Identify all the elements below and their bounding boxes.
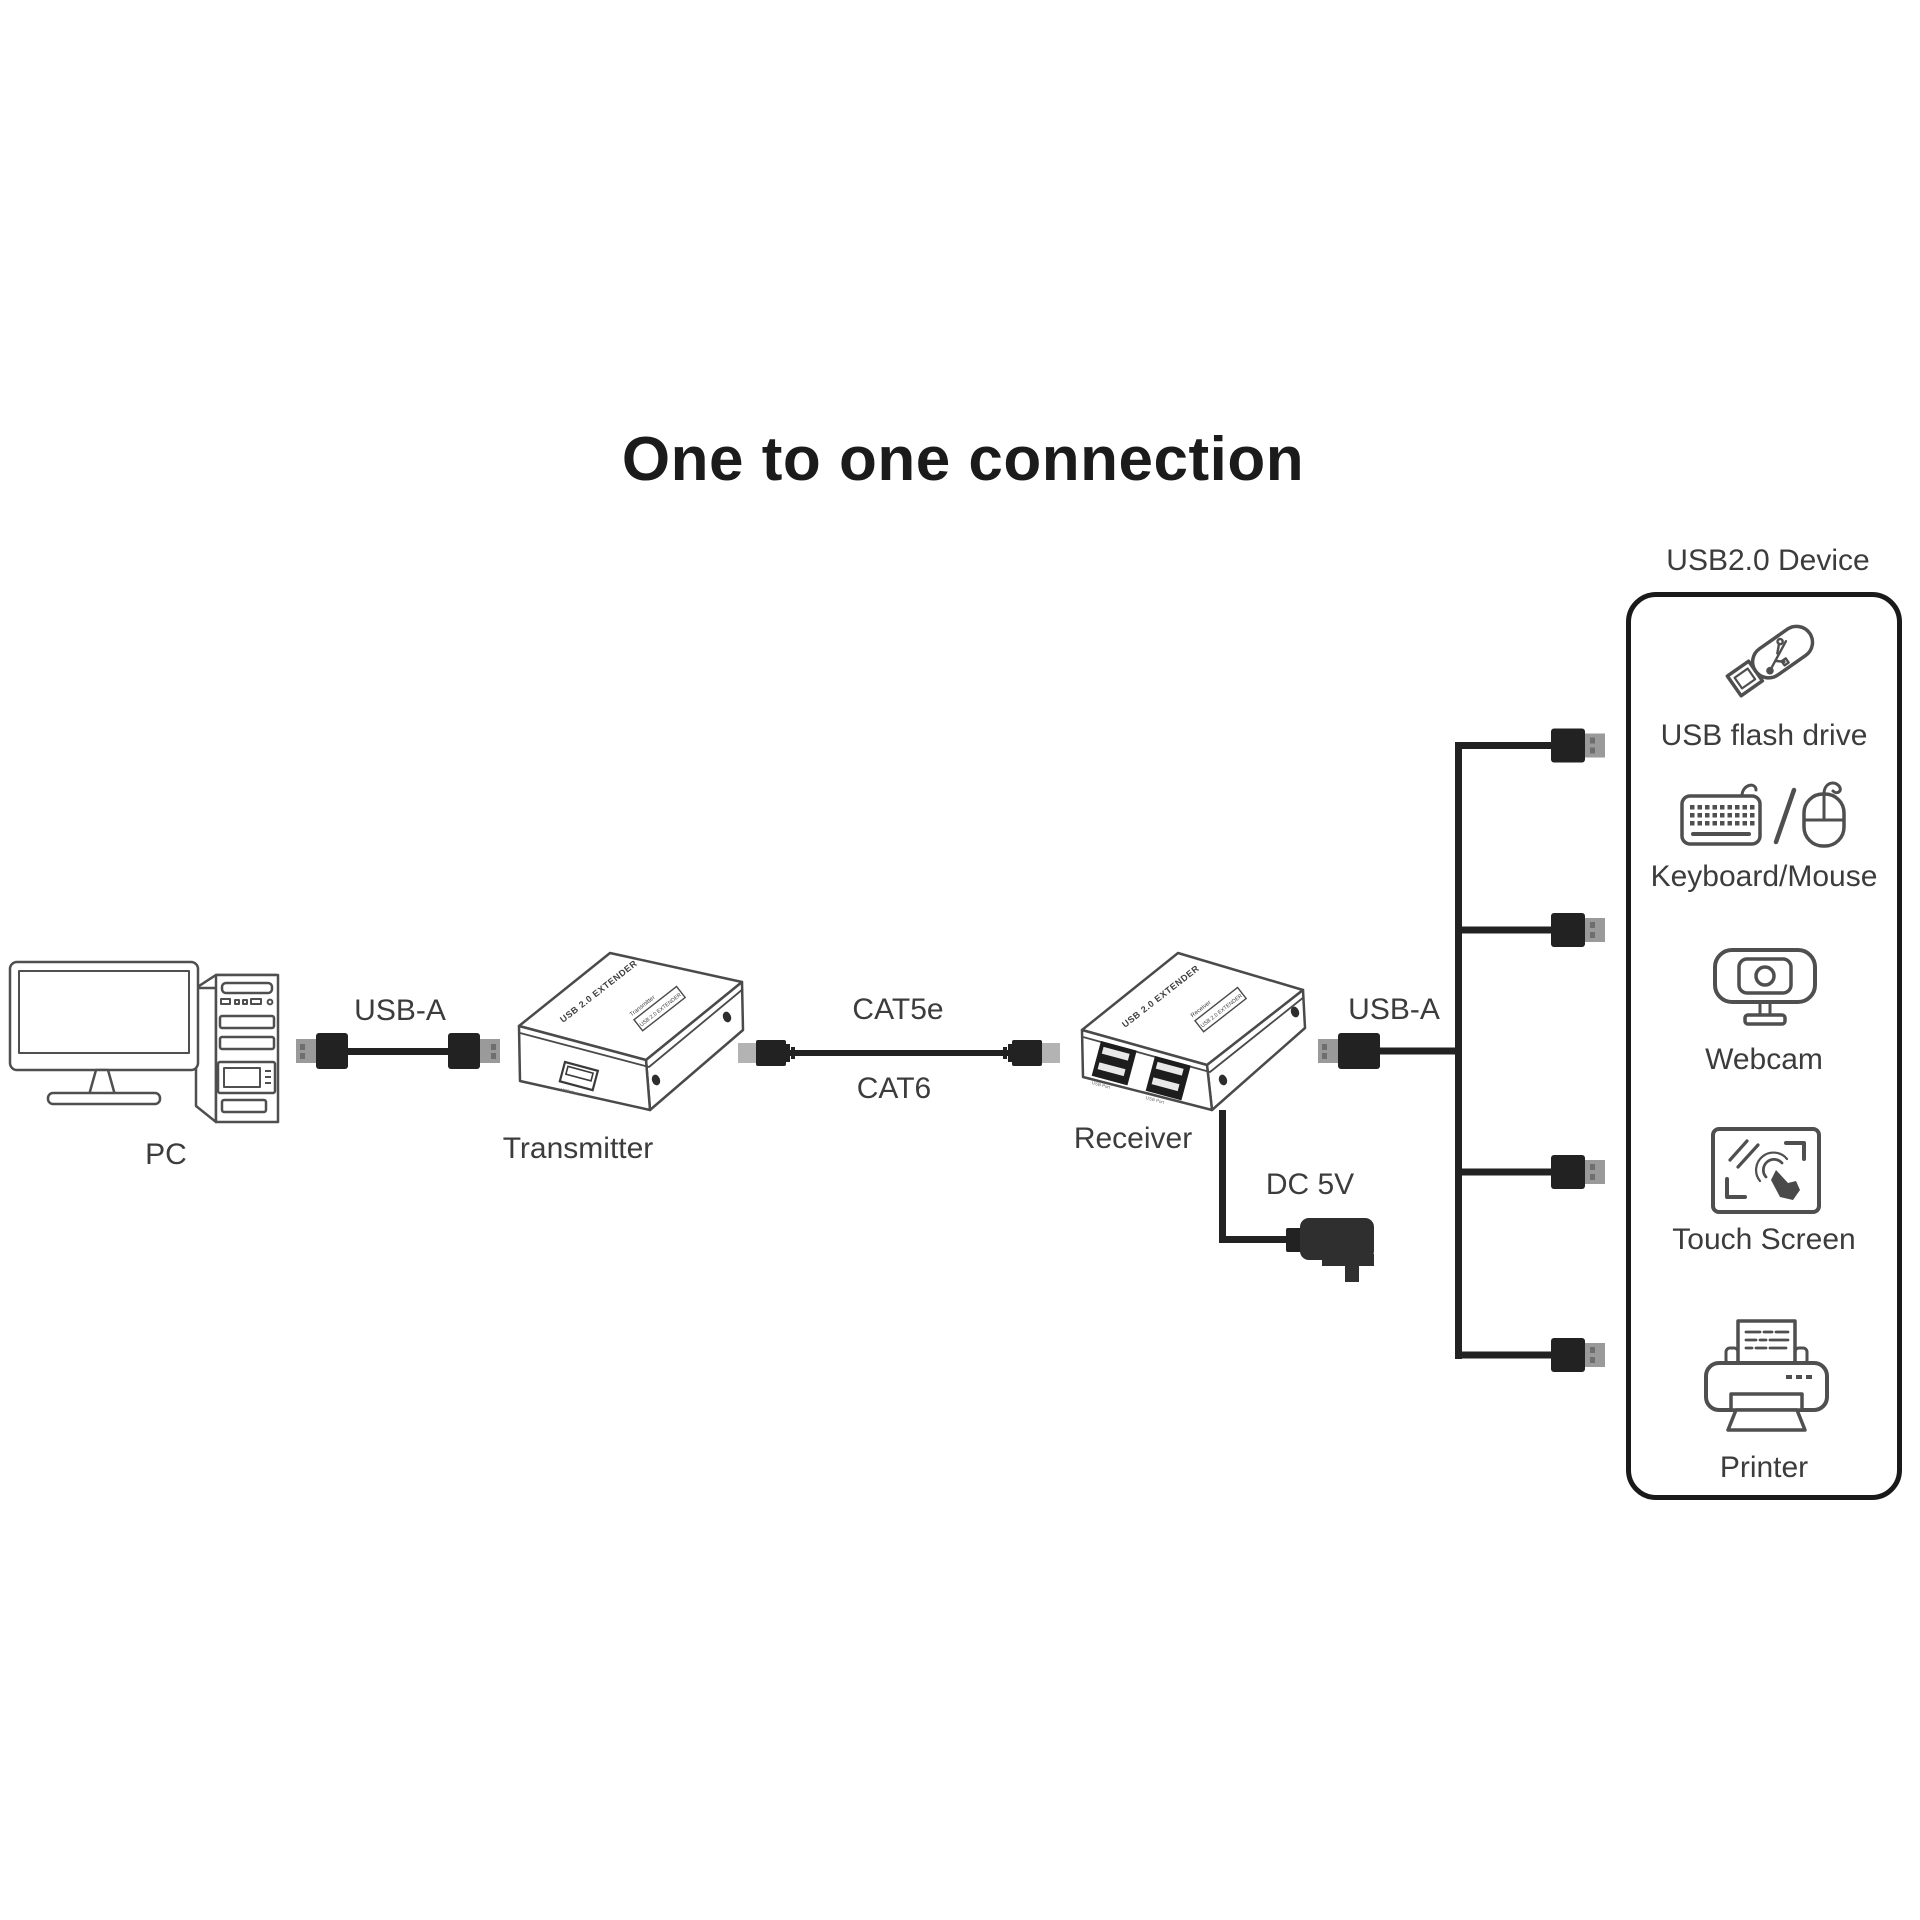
slash-divider xyxy=(1773,787,1797,845)
usb-feed-cable-icon xyxy=(1318,1033,1460,1069)
pc-monitor-icon xyxy=(8,960,200,1106)
keyboard-mouse-label: Keyboard/Mouse xyxy=(1650,860,1878,893)
usb-plug-branch xyxy=(1455,1155,1605,1189)
receiver-port-print-1: USB Port xyxy=(1091,1080,1111,1090)
transmitter-label: Transmitter xyxy=(502,1132,654,1165)
usb-a-left-label: USB-A xyxy=(354,994,446,1027)
printer-label: Printer xyxy=(1719,1451,1809,1484)
power-adapter-icon xyxy=(1219,1110,1374,1282)
device-panel: USB flash drive xyxy=(1626,592,1902,1500)
pc-illustration xyxy=(8,960,280,1124)
webcam-label: Webcam xyxy=(1705,1043,1823,1076)
cat6-label: CAT6 xyxy=(856,1072,932,1105)
transmitter-illustration: USB Port USB 2.0 EXTENDER Transmitter US… xyxy=(517,951,745,1112)
touch-screen-icon xyxy=(1711,1127,1821,1214)
touch-hand-glyph xyxy=(1771,1170,1800,1200)
page-title: One to one connection xyxy=(621,425,1305,494)
usb-flash-drive-label: USB flash drive xyxy=(1660,719,1868,752)
cat5e-label: CAT5e xyxy=(852,993,944,1026)
device-panel-title: USB2.0 Device xyxy=(1666,544,1870,577)
receiver-illustration: USB Port USB Port USB 2.0 EXTENDER Recei… xyxy=(1080,951,1307,1112)
usb-a-cable-icon xyxy=(296,1033,500,1069)
webcam-icon xyxy=(1713,948,1817,1026)
dc-5v-label: DC 5V xyxy=(1265,1168,1355,1201)
keyboard-mouse-icon xyxy=(1680,781,1846,848)
receiver-port-print-2: USB Port xyxy=(1145,1095,1165,1105)
usb-a-right-label: USB-A xyxy=(1348,993,1440,1026)
usb-plug-branch xyxy=(1455,913,1605,947)
printer-icon xyxy=(1704,1319,1829,1432)
receiver-label: Receiver xyxy=(1073,1122,1193,1155)
usb-plug-branch xyxy=(1455,728,1605,763)
transmitter-port-print: USB Port xyxy=(560,1087,580,1097)
usb-plug-branch xyxy=(1455,1338,1605,1372)
ethernet-cable-icon xyxy=(738,1040,1060,1066)
usb-bus-tree xyxy=(1455,728,1605,1372)
usb-flash-drive-icon xyxy=(1725,624,1815,698)
pc-tower-icon xyxy=(194,973,280,1124)
touch-screen-label: Touch Screen xyxy=(1672,1223,1856,1256)
pc-label: PC xyxy=(145,1138,187,1171)
